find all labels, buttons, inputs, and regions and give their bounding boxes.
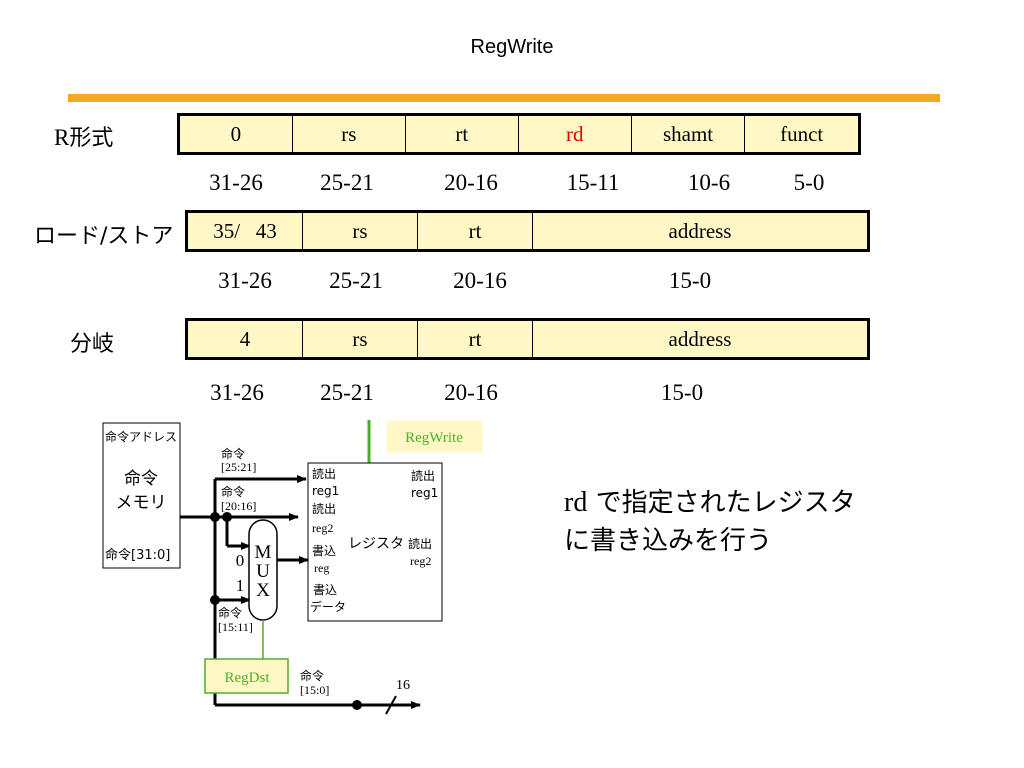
junction-dot-4 [352, 700, 362, 710]
ls-bits-rt: 20-16 [453, 268, 507, 293]
sig-25-21-a: 命令 [221, 446, 245, 461]
bus-width-slash [385, 695, 397, 715]
ls-bits-op: 31-26 [218, 268, 272, 293]
reg-wdata-label-b: データ [310, 599, 346, 614]
regwrite-label: RegWrite [405, 430, 463, 446]
ls-field-op: 35/ 43 [186, 211, 303, 251]
sig-20-16-a: 命令 [221, 484, 245, 499]
sig-20-16-b: [20:16] [221, 499, 256, 513]
reg-out1-label-a: 読出 [411, 468, 435, 483]
r-field-rs: rs [291, 114, 406, 154]
caption-line-2: に書き込みを行う [564, 526, 773, 556]
r-field-rt: rt [404, 114, 519, 154]
sig-15-0-a: 命令 [300, 668, 324, 683]
r-bits-shamt: 10-6 [687, 170, 731, 195]
br-field-op: 4 [186, 319, 303, 359]
mux-input-1: 1 [236, 576, 245, 595]
loadstore-format-table: 35/ 43 rs rt address [185, 210, 870, 252]
reg-write-label-a: 書込 [312, 544, 336, 558]
sig-15-0-b: [15:0] [300, 683, 329, 697]
junction-dot-1 [210, 512, 220, 522]
r-format-table: 0 rs rt rd shamt funct [177, 113, 861, 155]
ls-field-rt: rt [417, 211, 533, 251]
title-underline [68, 94, 940, 102]
inst-memory-name-2: メモリ [116, 493, 167, 513]
r-bits-op: 31-26 [209, 170, 263, 195]
reg-read1-label-b-num: 1 [332, 484, 340, 498]
bus-width-label: 16 [396, 678, 410, 693]
reg-out1-label-b: reg1 [411, 486, 438, 500]
regdst-label: RegDst [225, 670, 271, 686]
inst-output-prefix: 命令 [105, 547, 131, 563]
regdst-box [204, 658, 289, 694]
branch-format-table: 4 rs rt address [185, 318, 870, 360]
loadstore-format-bits: 31-26 25-21 20-16 15-0 [0, 268, 1024, 298]
sig-15-11-b: [15:11] [218, 620, 253, 634]
r-field-op: 0 [178, 114, 293, 154]
loadstore-format-label: ロード/ストア [34, 224, 174, 249]
junction-dot-2 [222, 512, 232, 522]
r-field-funct: funct [744, 114, 860, 154]
r-field-rd: rd [517, 114, 632, 154]
sig-25-21-b: [25:21] [221, 460, 256, 474]
reg-out1-label-b-text: reg [411, 486, 431, 500]
r-bits-funct: 5-0 [793, 170, 825, 195]
reg-read2-label-b: reg2 [312, 521, 333, 535]
reg-out1-label-b-num: 1 [431, 486, 439, 500]
page-title: RegWrite [470, 36, 554, 58]
reg-read2-label-a: 読出 [312, 501, 336, 516]
mux-letter-x: X [256, 580, 270, 601]
r-format-label-suffix: 形式 [69, 126, 114, 151]
br-field-address: address [532, 319, 869, 359]
explanation-caption: rd で指定されたレジスタ に書き込みを行う [564, 484, 1004, 560]
ls-field-address: address [532, 211, 869, 251]
reg-read1-label-b: reg1 [312, 484, 339, 498]
branch-format-label: 分岐 [70, 332, 115, 357]
sig-15-11-a: 命令 [218, 605, 242, 620]
register-file-name: レジスタ [348, 536, 404, 552]
br-field-rs: rs [302, 319, 418, 359]
caption-line-1: rd で指定されたレジスタ [564, 484, 1004, 522]
reg-wdata-label-a: 書込 [313, 583, 337, 597]
reg-read1-label-a: 読出 [312, 466, 336, 481]
regwrite-box [386, 420, 483, 453]
caption-line-1-rest: で指定されたレジスタ [587, 488, 856, 518]
inst-memory-name-1: 命令 [124, 469, 158, 489]
inst-output-label: 命令[31:0] [105, 547, 170, 563]
br-bits-op: 31-26 [210, 380, 264, 405]
r-bits-rs: 25-21 [320, 170, 374, 195]
junction-dot-3 [210, 595, 220, 605]
reg-write-label-b: reg [314, 561, 329, 575]
register-file-box [307, 462, 443, 622]
ls-bits-rs: 25-21 [329, 268, 383, 293]
mux-letter-m: M [255, 542, 272, 563]
branch-format-bits: 31-26 25-21 20-16 15-0 [0, 380, 1024, 410]
ls-bits-address: 15-0 [668, 268, 712, 293]
r-bits-rt: 20-16 [444, 170, 498, 195]
r-format-bits: 31-26 25-21 20-16 15-11 10-6 5-0 [0, 170, 1024, 200]
r-format-label: R形式 [54, 120, 113, 152]
r-format-label-prefix: R [54, 125, 70, 150]
inst-address-label: 命令アドレス [105, 429, 177, 444]
br-bits-rs: 25-21 [320, 380, 374, 405]
br-bits-address: 15-0 [660, 380, 704, 405]
br-bits-rt: 20-16 [444, 380, 498, 405]
r-field-shamt: shamt [630, 114, 746, 154]
inst-output-bits: [31:0] [131, 548, 170, 563]
reg-out2-label-a: 読出 [408, 536, 432, 551]
caption-rd: rd [564, 487, 588, 518]
mux-input-0: 0 [236, 551, 245, 570]
mux-letter-u: U [256, 561, 270, 582]
reg-out2-label-b: reg2 [410, 554, 431, 568]
ls-field-rs: rs [302, 211, 418, 251]
reg-read1-label-b-text: reg [312, 484, 332, 498]
r-bits-rd: 15-11 [566, 170, 620, 195]
instruction-memory-box [102, 422, 181, 569]
